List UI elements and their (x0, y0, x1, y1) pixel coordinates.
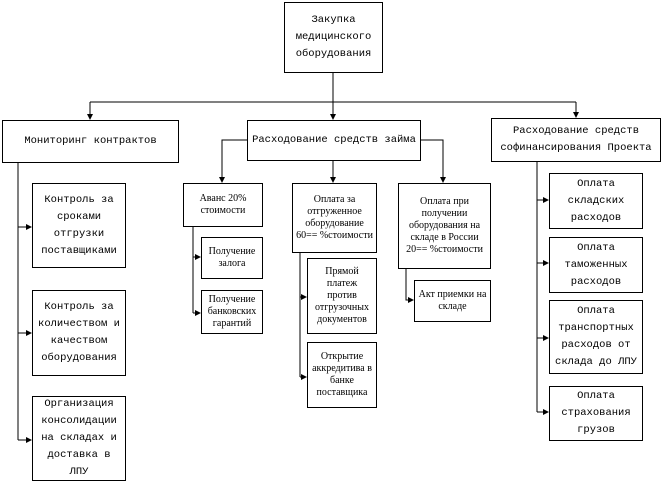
node-label: Прямой платеж против отгрузочных докумен… (315, 266, 369, 325)
node-label: Оплата складских расходов (567, 177, 625, 224)
node-insurance: Оплата страхования грузов (549, 386, 643, 441)
node-warehouse-costs: Оплата складских расходов (549, 173, 643, 229)
node-bank-guarantees: Получение банковских гарантий (201, 290, 263, 334)
node-label: Контроль за сроками отгрузки поставщикам… (41, 193, 117, 257)
node-direct-payment: Прямой платеж против отгрузочных докумен… (307, 258, 377, 334)
node-monitoring-2: Контроль за количеством и качеством обор… (32, 290, 126, 376)
node-acceptance-act: Акт приемки на складе (414, 280, 491, 322)
node-label: Контроль за количеством и качеством обор… (38, 301, 120, 364)
node-label: Оплата страхования грузов (561, 390, 631, 436)
root-node: Закупка медицинского оборудования (284, 2, 383, 73)
node-monitoring-1: Контроль за сроками отгрузки поставщикам… (32, 183, 126, 268)
node-label: Оплата таможенных расходов (564, 241, 628, 288)
node-transport-costs: Оплата транспортных расходов от склада д… (549, 300, 643, 374)
node-cofinancing: Расходование средств софинансирования Пр… (491, 118, 661, 162)
node-label: Оплата при получении оборудования на скл… (406, 196, 483, 255)
node-monitoring: Мониторинг контрактов (2, 120, 179, 163)
node-advance: Аванс 20% стоимости (183, 183, 263, 227)
node-collateral: Получение залога (201, 237, 263, 279)
node-label: Получение залога (208, 246, 256, 269)
node-label: Расходование средств займа (252, 134, 416, 146)
node-label: Мониторинг контрактов (24, 135, 157, 147)
node-label: Открытие аккредитива в банке поставщика (312, 351, 372, 398)
node-customs-costs: Оплата таможенных расходов (549, 237, 643, 293)
node-label: Аванс 20% стоимости (199, 193, 247, 216)
node-receipt-payment: Оплата при получении оборудования на скл… (398, 183, 491, 269)
node-shipment-payment: Оплата за отгруженное оборудование 60== … (292, 183, 377, 253)
node-label: Получение банковских гарантий (207, 294, 257, 329)
node-label: Расходование средств софинансирования Пр… (500, 125, 652, 154)
node-label: Оплата за отгруженное оборудование 60== … (296, 194, 373, 241)
root-label: Закупка медицинского оборудования (295, 14, 372, 60)
node-label: Оплата транспортных расходов от склада д… (555, 305, 637, 368)
node-monitoring-3: Организация консолидации на складах и до… (32, 396, 126, 481)
node-letter-of-credit: Открытие аккредитива в банке поставщика (307, 342, 377, 408)
node-loan-spending: Расходование средств займа (247, 120, 421, 161)
node-label: Организация консолидации на складах и до… (41, 398, 117, 478)
node-label: Акт приемки на складе (418, 289, 487, 312)
